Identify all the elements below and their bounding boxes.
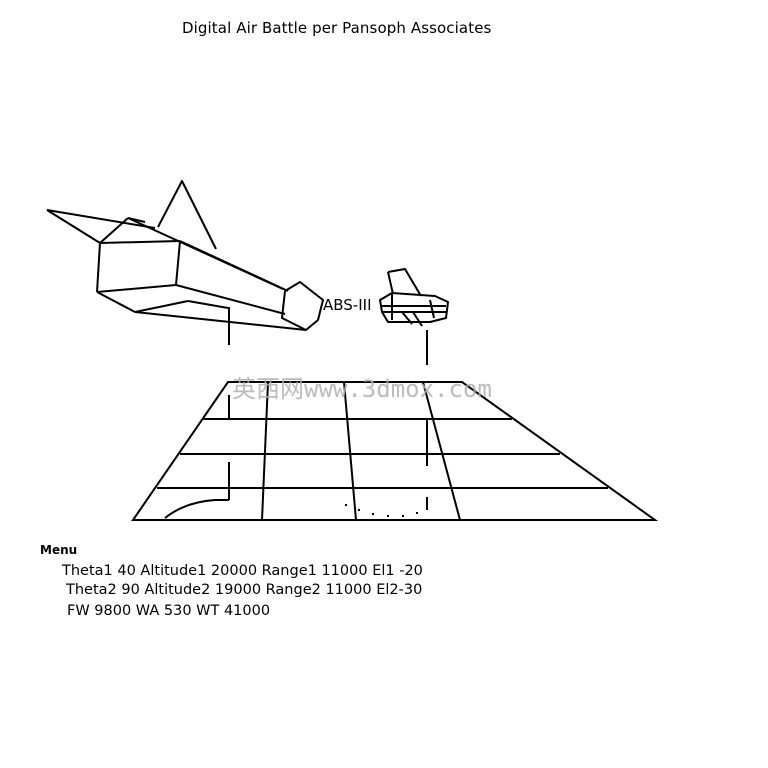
window-title: Digital Air Battle per Pansoph Associate… (182, 19, 492, 37)
track-dots (345, 504, 418, 517)
track-markers (164, 307, 428, 519)
aircraft-1 (46, 180, 324, 331)
menu-button[interactable]: Menu (40, 543, 78, 557)
status-line-2: Theta2 90 Altitude2 19000 Range2 11000 E… (66, 582, 423, 598)
aircraft-2 (379, 268, 449, 327)
status-line-3: FW 9800 WA 530 WT 41000 (67, 603, 271, 619)
status-line-1: Theta1 40 Altitude1 20000 Range1 11000 E… (62, 563, 423, 579)
ground-grid (131, 381, 659, 521)
aircraft-label: ABS-III (323, 296, 372, 314)
watermark: 英西网www.3dmox.com (232, 375, 492, 403)
